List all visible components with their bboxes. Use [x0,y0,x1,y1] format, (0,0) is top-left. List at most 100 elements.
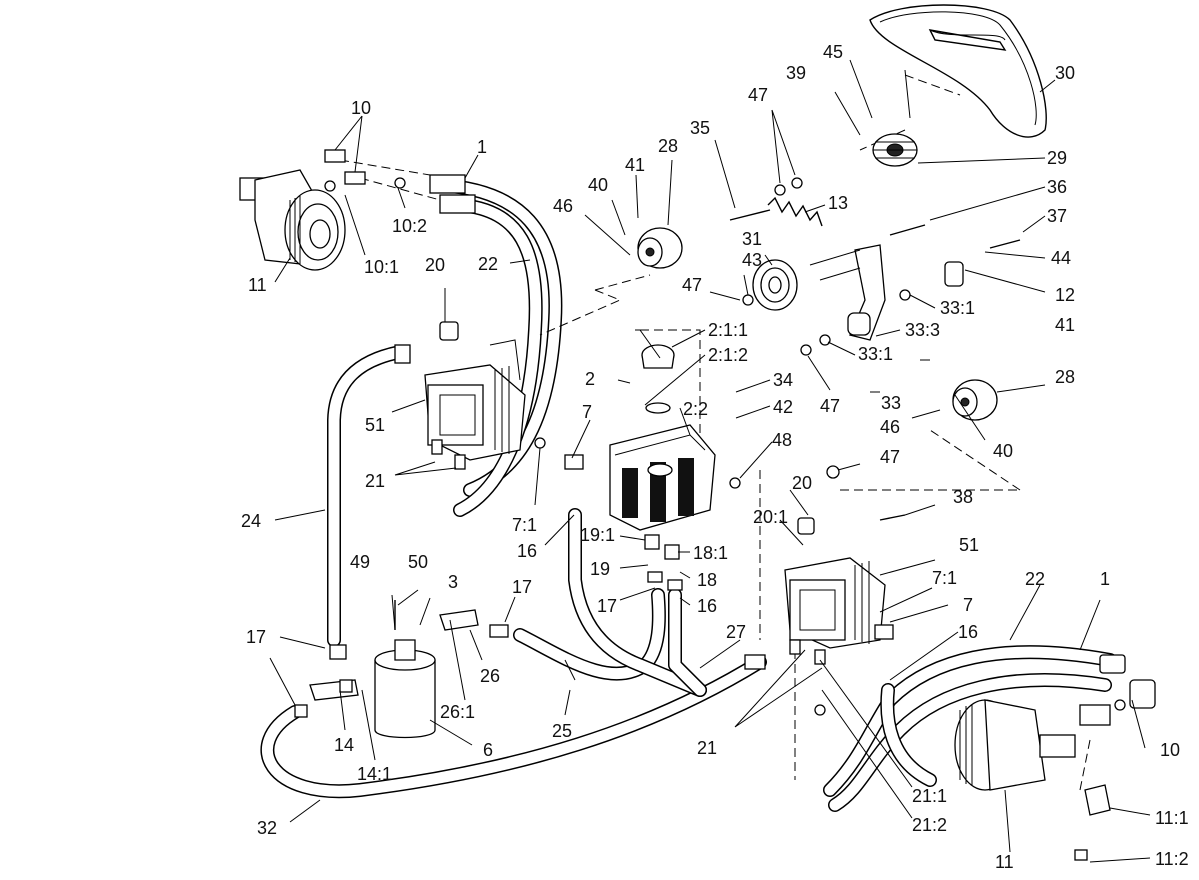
callout: 41 [625,155,645,175]
callout: 7 [582,402,592,422]
idler-bracket [809,244,964,341]
callout: 28 [658,136,678,156]
callout: 20 [425,255,445,275]
callout: 22 [478,254,498,274]
assembly-lines [339,74,1091,791]
callout: 16 [517,541,537,561]
callout: 39 [786,63,806,83]
callout: 34 [773,370,793,390]
spring-13 [767,196,823,227]
pulley-28-right [952,379,998,421]
callout: 18:1 [693,543,728,563]
callout: 46 [880,417,900,437]
callout: 19 [590,559,610,579]
callout: 24 [241,511,261,531]
callout: 20:1 [753,507,788,527]
callout: 11 [248,275,267,295]
callout: 7:1 [932,568,957,588]
fittings [294,149,894,718]
callout: 28 [1055,367,1075,387]
leader-lines [269,59,1151,863]
callout: 2 [585,369,595,389]
callout: 16 [697,596,717,616]
callout: 14 [334,735,354,755]
callout: 46 [553,196,573,216]
callout: 13 [828,193,848,213]
callout: 2:1:1 [708,320,748,340]
callout: 33 [881,393,901,413]
callout: 1 [1100,569,1110,589]
callout: 30 [1055,63,1075,83]
callout: 7:1 [512,515,537,535]
callout: 21 [697,738,717,758]
callout: 21:1 [912,786,947,806]
callout: 33:1 [940,298,975,318]
hardware-bolts [324,177,1126,716]
pulley-29 [872,133,918,167]
idler-pulley-31 [752,259,798,311]
callout: 16 [958,622,978,642]
callout: 6 [483,740,493,760]
callout: 47 [682,275,702,295]
callout: 2:1:2 [708,345,748,365]
callout: 2:2 [683,399,708,419]
callout: 12 [1055,285,1075,305]
callout: 27 [726,622,746,642]
callout: 19:1 [580,525,615,545]
callout: 43 [742,250,762,270]
callout: 10:2 [392,216,427,236]
callout: 10 [1160,740,1180,760]
callout: 31 [742,229,762,249]
callout: 26:1 [440,702,475,722]
callout: 51 [365,415,385,435]
callout: 21 [365,471,385,491]
callout: 11:2 [1155,849,1189,869]
callout: 36 [1047,177,1067,197]
drive-belt [869,4,1047,138]
callout: 33:3 [905,320,940,340]
callout: 20 [792,473,812,493]
wheel-motor-right [954,654,1156,861]
callout: 7 [963,595,973,615]
callout: 18 [697,570,717,590]
callout: 51 [959,535,979,555]
callout: 10 [351,98,371,118]
callout: 32 [257,818,277,838]
callout: 38 [953,487,973,507]
callout-labels: 10 1 45 30 39 47 35 28 29 41 40 36 46 13… [241,42,1189,872]
callout: 11 [995,852,1014,872]
callout: 25 [552,721,572,741]
callout: 40 [588,175,608,195]
wheel-motor-left [239,169,346,271]
callout: 40 [993,441,1013,461]
callout: 47 [820,396,840,416]
callout: 17 [246,627,266,647]
callout: 33:1 [858,344,893,364]
callout: 37 [1047,206,1067,226]
callout: 42 [773,397,793,417]
callout: 41 [1055,315,1075,335]
callout: 3 [448,572,458,592]
callout: 10:1 [364,257,399,277]
callout: 45 [823,42,843,62]
callout: 26 [480,666,500,686]
callout: 29 [1047,148,1067,168]
callout: 47 [880,447,900,467]
pulley-28-top [637,227,683,269]
hydraulic-tank [609,344,716,531]
callout: 17 [597,596,617,616]
callout: 1 [477,137,487,157]
callout: 14:1 [357,764,392,784]
hose-lines [260,178,1117,812]
pump-right [784,517,886,649]
pump-left [424,321,526,461]
callout: 48 [772,430,792,450]
callout: 17 [512,577,532,597]
callout: 11:1 [1155,808,1189,828]
callout: 47 [748,85,768,105]
callout: 35 [690,118,710,138]
callout: 49 [350,552,370,572]
callout: 21:2 [912,815,947,835]
